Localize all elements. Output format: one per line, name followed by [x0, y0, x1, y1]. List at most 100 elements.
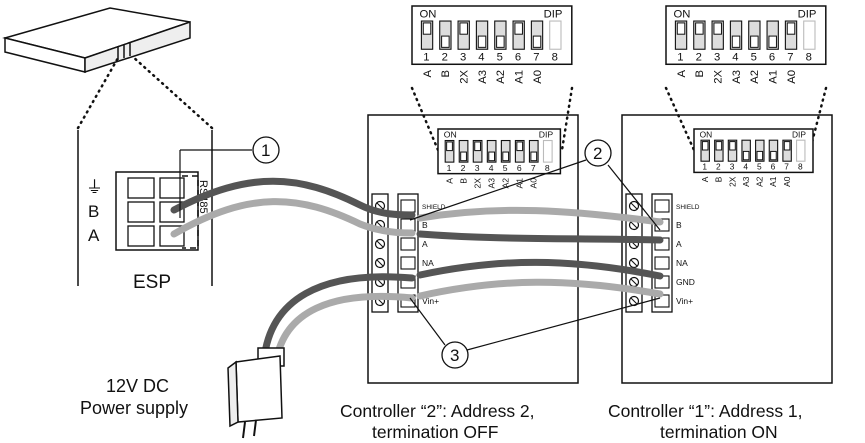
- controller-1-terminal-label-4: NA: [676, 258, 688, 268]
- controller-1-dip-small-number-4: 4: [743, 162, 748, 172]
- controller-1-terminal-label-5: GND: [676, 277, 695, 287]
- callout-1: 1: [179, 136, 280, 218]
- controller-1-dip-small-number-8: 8: [798, 162, 803, 172]
- controller-2-dip-large-switch-3: [457, 20, 470, 50]
- controller-2-dip-large-function-A1: A1: [513, 70, 525, 84]
- controller-1-dip-large-switch-6: [766, 20, 779, 50]
- controller-1-dip-small-number-1: 1: [702, 162, 707, 172]
- controller-1-dip-large-number-8: 8: [806, 52, 812, 64]
- controller-2-dip-small-switch-7: [528, 139, 539, 163]
- controller-2-dip-large-function-A2: A2: [495, 70, 507, 84]
- controller-1-dip-small-switch-5: [755, 139, 765, 162]
- controller-2-caption-line2: termination OFF: [372, 422, 498, 442]
- controller-1-dip-small-switch-4: [741, 139, 751, 162]
- controller-2-dip-large-function-2X: 2X: [458, 69, 470, 83]
- controller-2-dip-large-switch-1: [420, 20, 434, 50]
- controller-1-dip-large-switch-3: [711, 20, 724, 50]
- controller-2-caption-line1: Controller “2”: Address 2,: [340, 401, 535, 421]
- controller-2-terminal-label-3: A: [422, 239, 428, 249]
- esp-connector-panel: [77, 130, 213, 286]
- controller-2-dip-small-function-B: B: [458, 178, 468, 184]
- controller-1-dip-small-function-A: A: [700, 176, 710, 182]
- controller-2-dip-large-dip-label: DIP: [544, 8, 563, 20]
- controller-1-dip-large-function-B: B: [694, 70, 706, 78]
- controller-2-dip-large-switch-2: [439, 20, 452, 50]
- esp-ground-symbol: ⏚: [86, 178, 103, 197]
- controller-1-dip-small-function-A1: A1: [768, 176, 778, 187]
- controller-2-dip-large-function-B: B: [440, 70, 452, 78]
- cable-controller-2-to-controller-1-power: [416, 258, 664, 300]
- callout-2-number: 2: [593, 144, 602, 163]
- controller-2-dip-small-switch-1: [444, 139, 455, 163]
- controller-2-dip-small-switch-6: [514, 139, 525, 163]
- power-supply-adapter: [227, 347, 285, 439]
- callout-2: 2: [409, 139, 661, 231]
- controller-1-dip-small-number-7: 7: [784, 162, 789, 172]
- controller-1-dip-large-number-5: 5: [751, 52, 757, 64]
- controller-2-dip-small-switch-5: [500, 139, 511, 163]
- controller-1-dip-small-switch-6: [768, 139, 779, 162]
- controller-2-dip-small-switch-2: [458, 139, 469, 163]
- controller-2-dip-small-number-5: 5: [503, 163, 508, 173]
- controller-1-dip-small-switch-3: [727, 139, 738, 162]
- controller-2-terminal-label-6: Vin+: [422, 296, 439, 306]
- cable-controller-2-to-controller-1-data: [416, 206, 664, 244]
- controller-2-dip-small-switch-8: [542, 139, 553, 163]
- controller-2-terminal-label-4: NA: [422, 258, 434, 268]
- controller-1-terminal-label-1: SHIELD: [676, 204, 700, 211]
- controller-2-dip-small-number-4: 4: [489, 163, 494, 173]
- controller-2-dip-small-switch-4: [486, 139, 497, 163]
- controller-1-dip-large-switch-8: [803, 20, 816, 50]
- controller-1-dip-large-switch-7: [784, 20, 798, 50]
- controller-1-dip-large-on-label: ON: [674, 8, 691, 20]
- controller-2-dip-small-function-A3: A3: [487, 178, 497, 189]
- zoom-dotted-lines-esp: [76, 54, 214, 130]
- cable-power-supply: [260, 273, 416, 366]
- controller-1-dip-small-dip-label: DIP: [792, 129, 806, 139]
- controller-1-dip-small-function-2X: 2X: [727, 176, 737, 187]
- esp-label: ESP: [133, 272, 171, 293]
- controller-1-caption-line2: termination ON: [660, 422, 778, 442]
- controller-1-dip-large-switch-1: [674, 20, 688, 50]
- controller-2-dip-small-number-1: 1: [447, 163, 452, 173]
- controller-1-dip-small-number-3: 3: [730, 162, 735, 172]
- controller-2-dip-large-switch-4: [475, 20, 489, 50]
- controller-2-dip-small-on-label: ON: [444, 130, 457, 140]
- power-supply-label-line1: 12V DC: [106, 376, 169, 396]
- controller-1-dip-small-switch-7: [782, 139, 792, 162]
- controller-1-dip-small-function-A2: A2: [755, 176, 765, 187]
- controller-2-dip-large-number-7: 7: [533, 52, 539, 64]
- power-supply-label-line2: Power supply: [80, 398, 188, 418]
- controller-2-dip-large-on-label: ON: [420, 8, 437, 20]
- controller-2-dip-large-number-8: 8: [552, 52, 558, 64]
- controller-1-dip-small-switch-8: [795, 139, 806, 162]
- controller-1-dip-large-switch-5: [748, 20, 761, 50]
- controller-2-terminal-label-1: SHIELD: [422, 204, 446, 211]
- controller-1-dip-large-function-A: A: [676, 69, 688, 77]
- controller-2-dip-small-number-6: 6: [517, 163, 522, 173]
- controller-1-dip-small-number-6: 6: [771, 162, 776, 172]
- controller-1-terminal-label-2: B: [676, 220, 682, 230]
- controller-1-dip-large-switch-2: [693, 20, 706, 50]
- controller-1-dip-large-function-A0: A0: [786, 70, 798, 84]
- controller-2-dip-large-number-2: 2: [442, 52, 448, 64]
- controller-2-dip-small-number-8: 8: [545, 163, 550, 173]
- esp-pin-b-label: B: [88, 202, 99, 221]
- controller-2-dip-small-number-2: 2: [461, 163, 466, 173]
- controller-1-dip-large-function-A2: A2: [749, 70, 761, 84]
- controller-1-dip-large-function-A1: A1: [767, 70, 779, 84]
- controller-1-dip-small-switch-1: [700, 139, 710, 162]
- controller-2-dip-large-switch-8: [549, 20, 562, 50]
- controller-1-dip-small-switch-2: [714, 139, 724, 162]
- controller-2-dip-small-function-A: A: [444, 178, 454, 184]
- controller-2-dip-small-function-A2: A2: [501, 178, 511, 189]
- controller-2-dip-small-function-A0: A0: [529, 178, 539, 189]
- controller-1-dip-large-number-1: 1: [677, 52, 683, 64]
- esp-pin-a-label: A: [88, 226, 100, 245]
- controller-1-dip-small-on-label: ON: [700, 129, 713, 139]
